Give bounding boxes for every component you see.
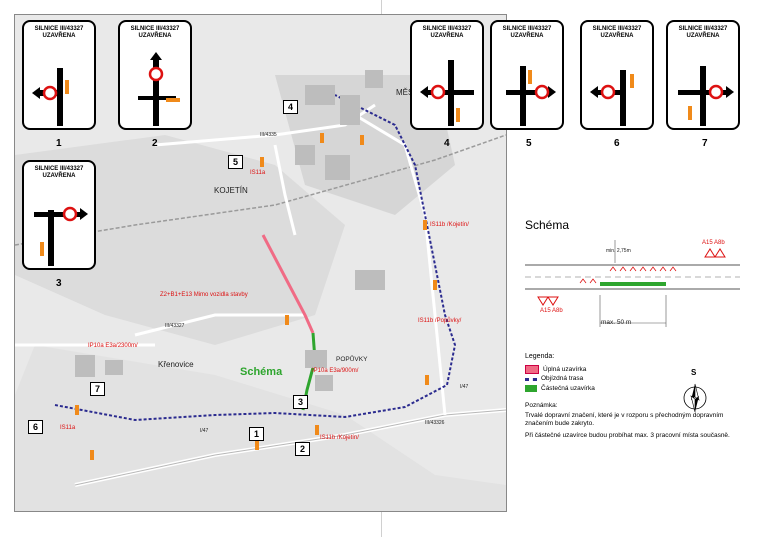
town-label-kojetin: KOJETÍN [214,186,248,195]
legend-label: Objízdná trasa [541,375,584,382]
sign-title: SILNICE III/43327 UZAVŘENA [678,26,728,39]
sign-markers [75,133,437,460]
map-box-number-7: 7 [90,382,105,396]
sign-annotation: Z2+B1+E13 Mimo vozidla stavby [160,292,248,298]
sign-arrow-graphic [138,52,180,126]
map-box-number-4: 4 [283,100,298,114]
sign-arrow-graphic [506,66,556,126]
sign-number: 1 [56,138,62,149]
road-label-4335: III/4335 [260,132,277,138]
legend-swatch [525,365,539,374]
closure-sign-4: SILNICE III/43327 UZAVŘENA [410,20,484,130]
road-minor [134,313,305,337]
schema-road-width-label: min. 2,75m [606,248,631,254]
legend-swatch [525,378,537,381]
schema-title: Schéma [525,218,570,232]
schema-sign-a8b: A8b [714,240,725,246]
sign-annotation: IP10a E3a/2300m/ [88,343,138,349]
sign-annotation: IS11b /Kojetín/ [320,435,359,441]
legend-swatch [525,385,537,392]
road-label-43326: III/43326 [425,420,445,426]
compass-label: S [691,368,697,377]
legend-item-full-closure: Úplná uzavírka [525,365,586,374]
sign-arrow-graphic [32,68,69,126]
sign-title: SILNICE III/43327 UZAVŘENA [422,26,472,39]
sign-arrow-graphic [420,60,474,126]
legend-label: Úplná uzavírka [543,366,587,373]
town-label-krenovice: Křenovice [158,360,194,369]
sign-number: 2 [152,138,158,149]
road-label-i47: I/47 [200,428,209,434]
road-label-43327: III/43327 [165,323,185,329]
compass-icon [683,383,707,413]
road-minor [273,144,297,236]
legend-label: Částečná uzavírka [541,385,595,392]
schema-sign-a15: A15 [702,240,713,246]
sign-annotation: IS11a [60,425,76,431]
sign-annotation: IS11b /Popůvky/ [418,318,462,324]
sign-number: 7 [702,138,708,149]
notes-title: Poznámka: [525,402,558,409]
closure-sign-3: SILNICE III/43327 UZAVŘENA [22,160,96,270]
closure-sign-7: SILNICE III/43327 UZAVŘENA [666,20,740,130]
map-box-number-6: 6 [28,420,43,434]
sign-arrow-graphic [678,66,734,126]
map-schema-label: Schéma [240,366,283,378]
sign-annotation: IP10a E3a/900m/ [312,368,359,374]
sign-title: SILNICE III/43327 UZAVŘENA [592,26,642,39]
map-box-number-1: 1 [249,427,264,441]
sign-number: 5 [526,138,532,149]
town-label-mes: MĚS [396,88,414,97]
closure-sign-1: SILNICE III/43327 UZAVŘENA [22,20,96,130]
town-label-popuvky: POPŮVKY [336,356,368,363]
closure-sign-5: SILNICE III/43327 UZAVŘENA [490,20,564,130]
notes-line-1: Trvalé dopravní značení, které je v rozp… [525,412,724,427]
sign-arrow-graphic [34,206,88,266]
detour-route [54,94,457,422]
closure-sign-2: SILNICE III/43327 UZAVŘENA [118,20,192,130]
legend-item-partial-closure: Částečná uzavírka [525,385,595,392]
schema-sign-a15: A15 [540,308,551,314]
sign-title: SILNICE III/43327 UZAVŘENA [502,26,552,39]
road-minor [354,113,447,416]
sign-title: SILNICE III/43327 UZAVŘENA [130,26,180,39]
field-area [15,135,345,345]
map-canvas [15,70,506,511]
buildings [75,70,385,391]
map-box-number-2: 2 [295,442,310,456]
sign-number: 4 [444,138,450,149]
road-label-i47: I/47 [460,384,469,390]
legend-title: Legenda: [525,353,555,360]
sign-title: SILNICE III/43327 UZAVŘENA [34,166,84,179]
full-closure-segment [261,234,315,334]
schema-sign-a8b: A8b [552,308,563,314]
north-arrow: S [680,368,710,419]
sign-annotation: IS11b /Kojetín/ [430,222,469,228]
schema-diagram [525,240,740,327]
sign-number: 6 [614,138,620,149]
closure-sign-6: SILNICE III/43327 UZAVŘENA [580,20,654,130]
sign-number: 3 [56,278,62,289]
sign-annotation: IS11a [250,170,266,176]
notes-line-2: Při částečné uzavírce budou probíhat max… [525,432,730,439]
schema-width-label: max. 50 m [601,319,632,326]
map-box-number-3: 3 [293,395,308,409]
map-box-number-5: 5 [228,155,243,169]
legend-item-detour: Objízdná trasa [525,375,583,382]
sign-arrow-graphic [590,70,634,126]
sign-title: SILNICE III/43327 UZAVŘENA [34,26,84,39]
